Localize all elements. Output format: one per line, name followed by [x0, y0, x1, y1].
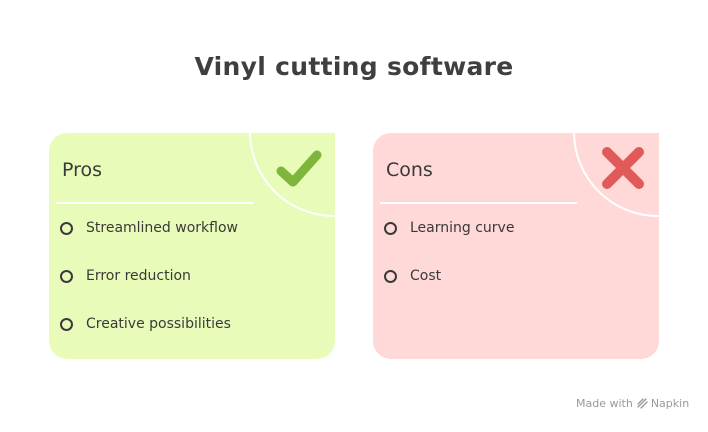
cons-card: Cons Learning curve Cost [373, 133, 659, 359]
pros-item-label: Streamlined workflow [86, 220, 238, 236]
bullet-circle-icon [384, 269, 397, 283]
list-item: Streamlined workflow [60, 218, 238, 238]
pros-item-label: Creative possibilities [86, 316, 231, 332]
list-item: Creative possibilities [60, 314, 231, 334]
bullet-circle-icon [60, 221, 73, 235]
pros-item-label: Error reduction [86, 268, 191, 284]
page-title: Vinyl cutting software [194, 52, 514, 81]
cons-divider [380, 202, 577, 204]
cons-item-label: Learning curve [410, 220, 515, 236]
list-item: Learning curve [384, 218, 514, 238]
x-mark-icon [602, 147, 644, 189]
pros-title: Pros [62, 159, 103, 181]
footer-brand: Napkin [650, 397, 690, 410]
napkin-logo-icon [637, 398, 648, 409]
cons-title: Cons [386, 159, 433, 181]
bullet-circle-icon [60, 317, 73, 331]
footer-attribution[interactable]: Made with Napkin [576, 397, 689, 410]
checkmark-icon [276, 150, 322, 187]
cons-item-label: Cost [410, 268, 442, 284]
pros-card: Pros Streamlined workflow Error reductio… [49, 133, 335, 359]
bullet-circle-icon [60, 269, 73, 283]
footer-made-with: Made with [576, 397, 633, 410]
bullet-circle-icon [384, 221, 397, 235]
list-item: Cost [384, 266, 441, 286]
pros-divider [56, 202, 253, 204]
list-item: Error reduction [60, 266, 191, 286]
